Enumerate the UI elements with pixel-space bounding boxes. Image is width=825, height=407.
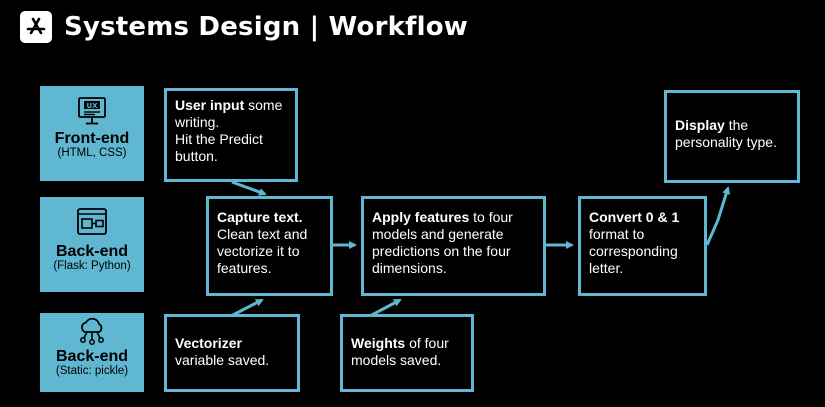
cloud-network-icon — [80, 317, 104, 345]
arrow-convert-to-display — [705, 186, 731, 246]
arrow-vectorizer-to-capture — [230, 298, 264, 318]
tier-sub: (HTML, CSS) — [57, 147, 127, 159]
box-bold: Weights — [351, 335, 406, 351]
tier-front-end: UX Front-end (HTML, CSS) — [40, 86, 144, 181]
server-window-icon — [77, 208, 107, 235]
box-text: Clean text and vectorize it to features. — [217, 226, 308, 276]
box-text: some writing. Hit the Predict button. — [175, 97, 283, 164]
box-bold: Convert 0 & 1 — [589, 209, 680, 225]
app-store-icon — [20, 11, 52, 43]
tier-name: Back-end — [55, 348, 129, 365]
box-convert: Convert 0 & 1 format to corresponding le… — [578, 196, 707, 296]
box-bold: Apply features — [372, 209, 470, 225]
tier-sub: (Static: pickle) — [55, 365, 129, 377]
box-text: format to corresponding letter. — [589, 226, 678, 276]
box-apply-features: Apply features to four models and genera… — [361, 196, 546, 296]
page-title: Systems Design | Workflow — [64, 12, 468, 42]
box-text: the personality type. — [675, 117, 777, 150]
tier-back-end-static: Back-end (Static: pickle) — [40, 313, 144, 392]
box-bold: Vectorizer — [175, 335, 242, 351]
header: Systems Design | Workflow — [20, 11, 468, 43]
tier-back-end-flask: Back-end (Flask: Python) — [40, 197, 144, 292]
arrow-input-to-capture — [231, 180, 267, 196]
box-capture-text: Capture text. Clean text and vectorize i… — [206, 196, 333, 296]
svg-text:UX: UX — [86, 102, 98, 110]
box-text: variable saved. — [175, 352, 270, 368]
tier-name: Front-end — [54, 130, 130, 147]
box-vectorizer: Vectorizer variable saved. — [164, 314, 300, 392]
box-text: to four models and generate predictions … — [372, 209, 513, 276]
box-display: Display the personality type. — [664, 90, 800, 183]
box-bold: Capture text. — [217, 209, 303, 225]
tier-sub: (Flask: Python) — [53, 260, 131, 272]
box-bold: Display — [675, 117, 725, 133]
box-text: of four models saved. — [351, 335, 449, 368]
box-user-input: User input some writing. Hit the Predict… — [164, 88, 298, 182]
tier-name: Back-end — [55, 243, 129, 260]
ux-monitor-icon: UX — [78, 97, 106, 125]
arrow-weights-to-apply — [369, 298, 402, 318]
box-bold: User input — [175, 97, 245, 113]
box-weights: Weights of four models saved. — [340, 314, 474, 392]
